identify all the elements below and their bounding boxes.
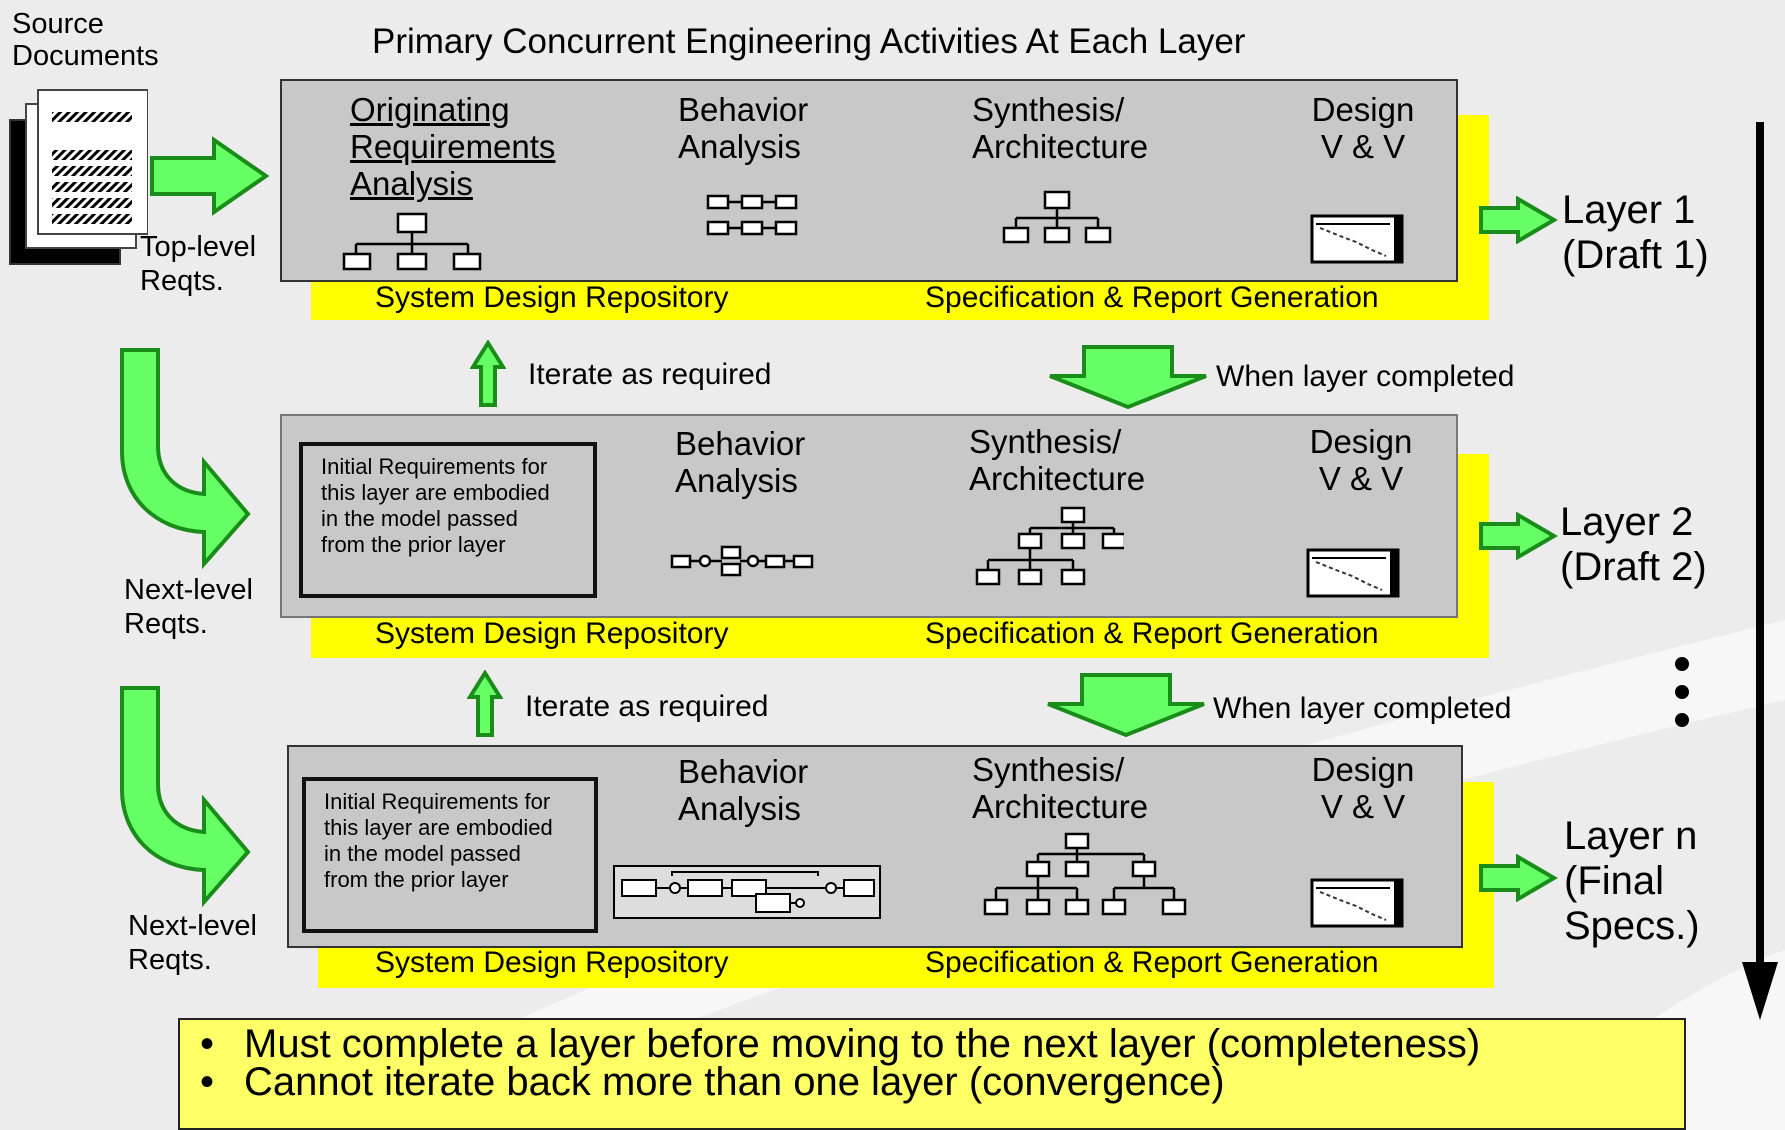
layer2-output-arrow — [1479, 512, 1558, 560]
layer-n-architecture-tree-icon — [983, 832, 1187, 916]
layer1-behavior-title: Behavior Analysis — [678, 91, 809, 165]
layer1-design-title: Design V & V — [1311, 91, 1415, 165]
layer2-synthesis-title: Synthesis/ Architecture — [969, 423, 1146, 497]
layer-completed-arrow-1 — [1049, 345, 1207, 410]
rule-convergence-text: Cannot iterate back more than one layer … — [244, 1060, 1225, 1104]
layer-n-verification-document-icon — [1310, 878, 1404, 928]
layer-n-behavior-title: Behavior Analysis — [678, 753, 809, 827]
completed-label-1: When layer completed — [1216, 360, 1515, 393]
layer2-verification-document-icon — [1306, 548, 1400, 598]
architecture-tree-icon — [1002, 190, 1112, 244]
next-level-reqts-arrow-2 — [120, 686, 251, 908]
layer2-repository-label: System Design Repository — [375, 617, 729, 650]
next-level-reqts-label-2: Next-level Reqts. — [128, 910, 257, 976]
layer2-design-title: Design V & V — [1309, 423, 1413, 497]
iterate-label-1: Iterate as required — [528, 358, 772, 391]
layer-n-output-arrow — [1479, 854, 1558, 902]
more-layers-ellipsis — [1675, 657, 1689, 727]
layer-n-design-title: Design V & V — [1311, 751, 1415, 825]
iterate-label-2: Iterate as required — [525, 690, 769, 723]
layer1-spec-label: Specification & Report Generation — [925, 281, 1379, 314]
layer-n-behavior-flow-icon — [613, 865, 881, 919]
rule-completeness-text: Must complete a layer before moving to t… — [244, 1022, 1481, 1066]
diagram-title: Primary Concurrent Engineering Activitie… — [372, 22, 1246, 61]
next-level-reqts-arrow-1 — [120, 348, 251, 570]
layer-n-label: Layer n (Final Specs.) — [1564, 814, 1700, 948]
behavior-flow-icon — [706, 194, 798, 236]
layer2-label: Layer 2 (Draft 2) — [1560, 500, 1707, 589]
source-documents-icon — [9, 89, 148, 265]
layer2-spec-label: Specification & Report Generation — [925, 617, 1379, 650]
bullet-dot: • — [200, 1060, 215, 1104]
completed-label-2: When layer completed — [1213, 692, 1512, 725]
layer2-initial-requirements-note: Initial Requirements for this layer are … — [299, 442, 597, 598]
rules-note-box: • Must complete a layer before moving to … — [178, 1018, 1686, 1130]
bullet-dot: • — [200, 1022, 215, 1066]
top-level-reqts-arrow — [150, 136, 270, 216]
layer1-output-arrow — [1479, 196, 1558, 244]
source-documents-label: Source Documents — [12, 8, 159, 73]
rule-completeness: • Must complete a layer before moving to … — [200, 1022, 1480, 1067]
layer-n-synthesis-title: Synthesis/ Architecture — [972, 751, 1149, 825]
layer1-activity-box — [280, 79, 1458, 282]
layer-n-initial-requirements-note: Initial Requirements for this layer are … — [302, 777, 598, 933]
originating-requirements-title: Originating Requirements Analysis — [350, 91, 556, 202]
iterate-up-arrow-1 — [470, 340, 506, 407]
layer2-architecture-tree-icon — [975, 506, 1124, 586]
layer2-behavior-title: Behavior Analysis — [675, 425, 806, 499]
layer1-synthesis-title: Synthesis/ Architecture — [972, 91, 1149, 165]
layer-n-spec-label: Specification & Report Generation — [925, 946, 1379, 979]
layer2-behavior-flow-icon — [670, 545, 814, 577]
progression-down-arrow — [1742, 122, 1778, 1020]
hierarchy-chart-icon — [342, 212, 482, 271]
top-level-reqts-label: Top-level Reqts. — [140, 231, 257, 297]
rule-convergence: • Cannot iterate back more than one layer… — [200, 1060, 1225, 1105]
iterate-up-arrow-2 — [467, 670, 503, 737]
next-level-reqts-label-1: Next-level Reqts. — [124, 574, 253, 640]
layer-completed-arrow-2 — [1047, 673, 1205, 738]
layer-n-repository-label: System Design Repository — [375, 946, 729, 979]
verification-document-icon — [1310, 214, 1404, 264]
layer1-repository-label: System Design Repository — [375, 281, 729, 314]
layer1-label: Layer 1 (Draft 1) — [1562, 188, 1709, 277]
